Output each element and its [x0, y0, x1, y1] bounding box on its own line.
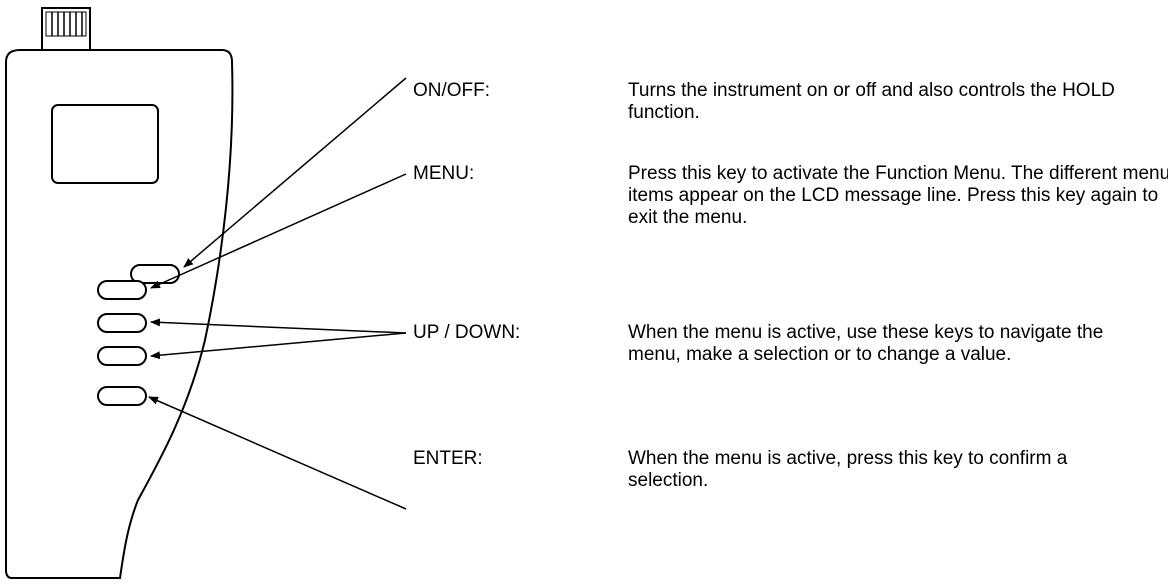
up-key[interactable] [97, 313, 147, 333]
enter-key[interactable] [97, 386, 147, 406]
probe-connector [41, 7, 91, 51]
on-off-description: Turns the instrument on or off and also … [628, 80, 1115, 123]
menu-description: Press this key to activate the Function … [628, 163, 1168, 228]
enter-description: When the menu is active, press this key … [628, 448, 1068, 491]
down-pointer [150, 332, 407, 360]
up-down-label: UP / DOWN: [413, 322, 521, 343]
menu-key[interactable] [97, 280, 147, 300]
down-key[interactable] [97, 346, 147, 366]
lcd-display [51, 104, 159, 184]
enter-pointer [148, 396, 407, 510]
up-down-description: When the menu is active, use these keys … [628, 322, 1104, 365]
enter-label: ENTER: [413, 448, 483, 469]
on-off-label: ON/OFF: [413, 80, 491, 101]
up-pointer [150, 318, 407, 334]
menu-label: MENU: [413, 163, 475, 184]
menu-pointer [150, 173, 407, 289]
on-off-pointer [183, 77, 407, 268]
